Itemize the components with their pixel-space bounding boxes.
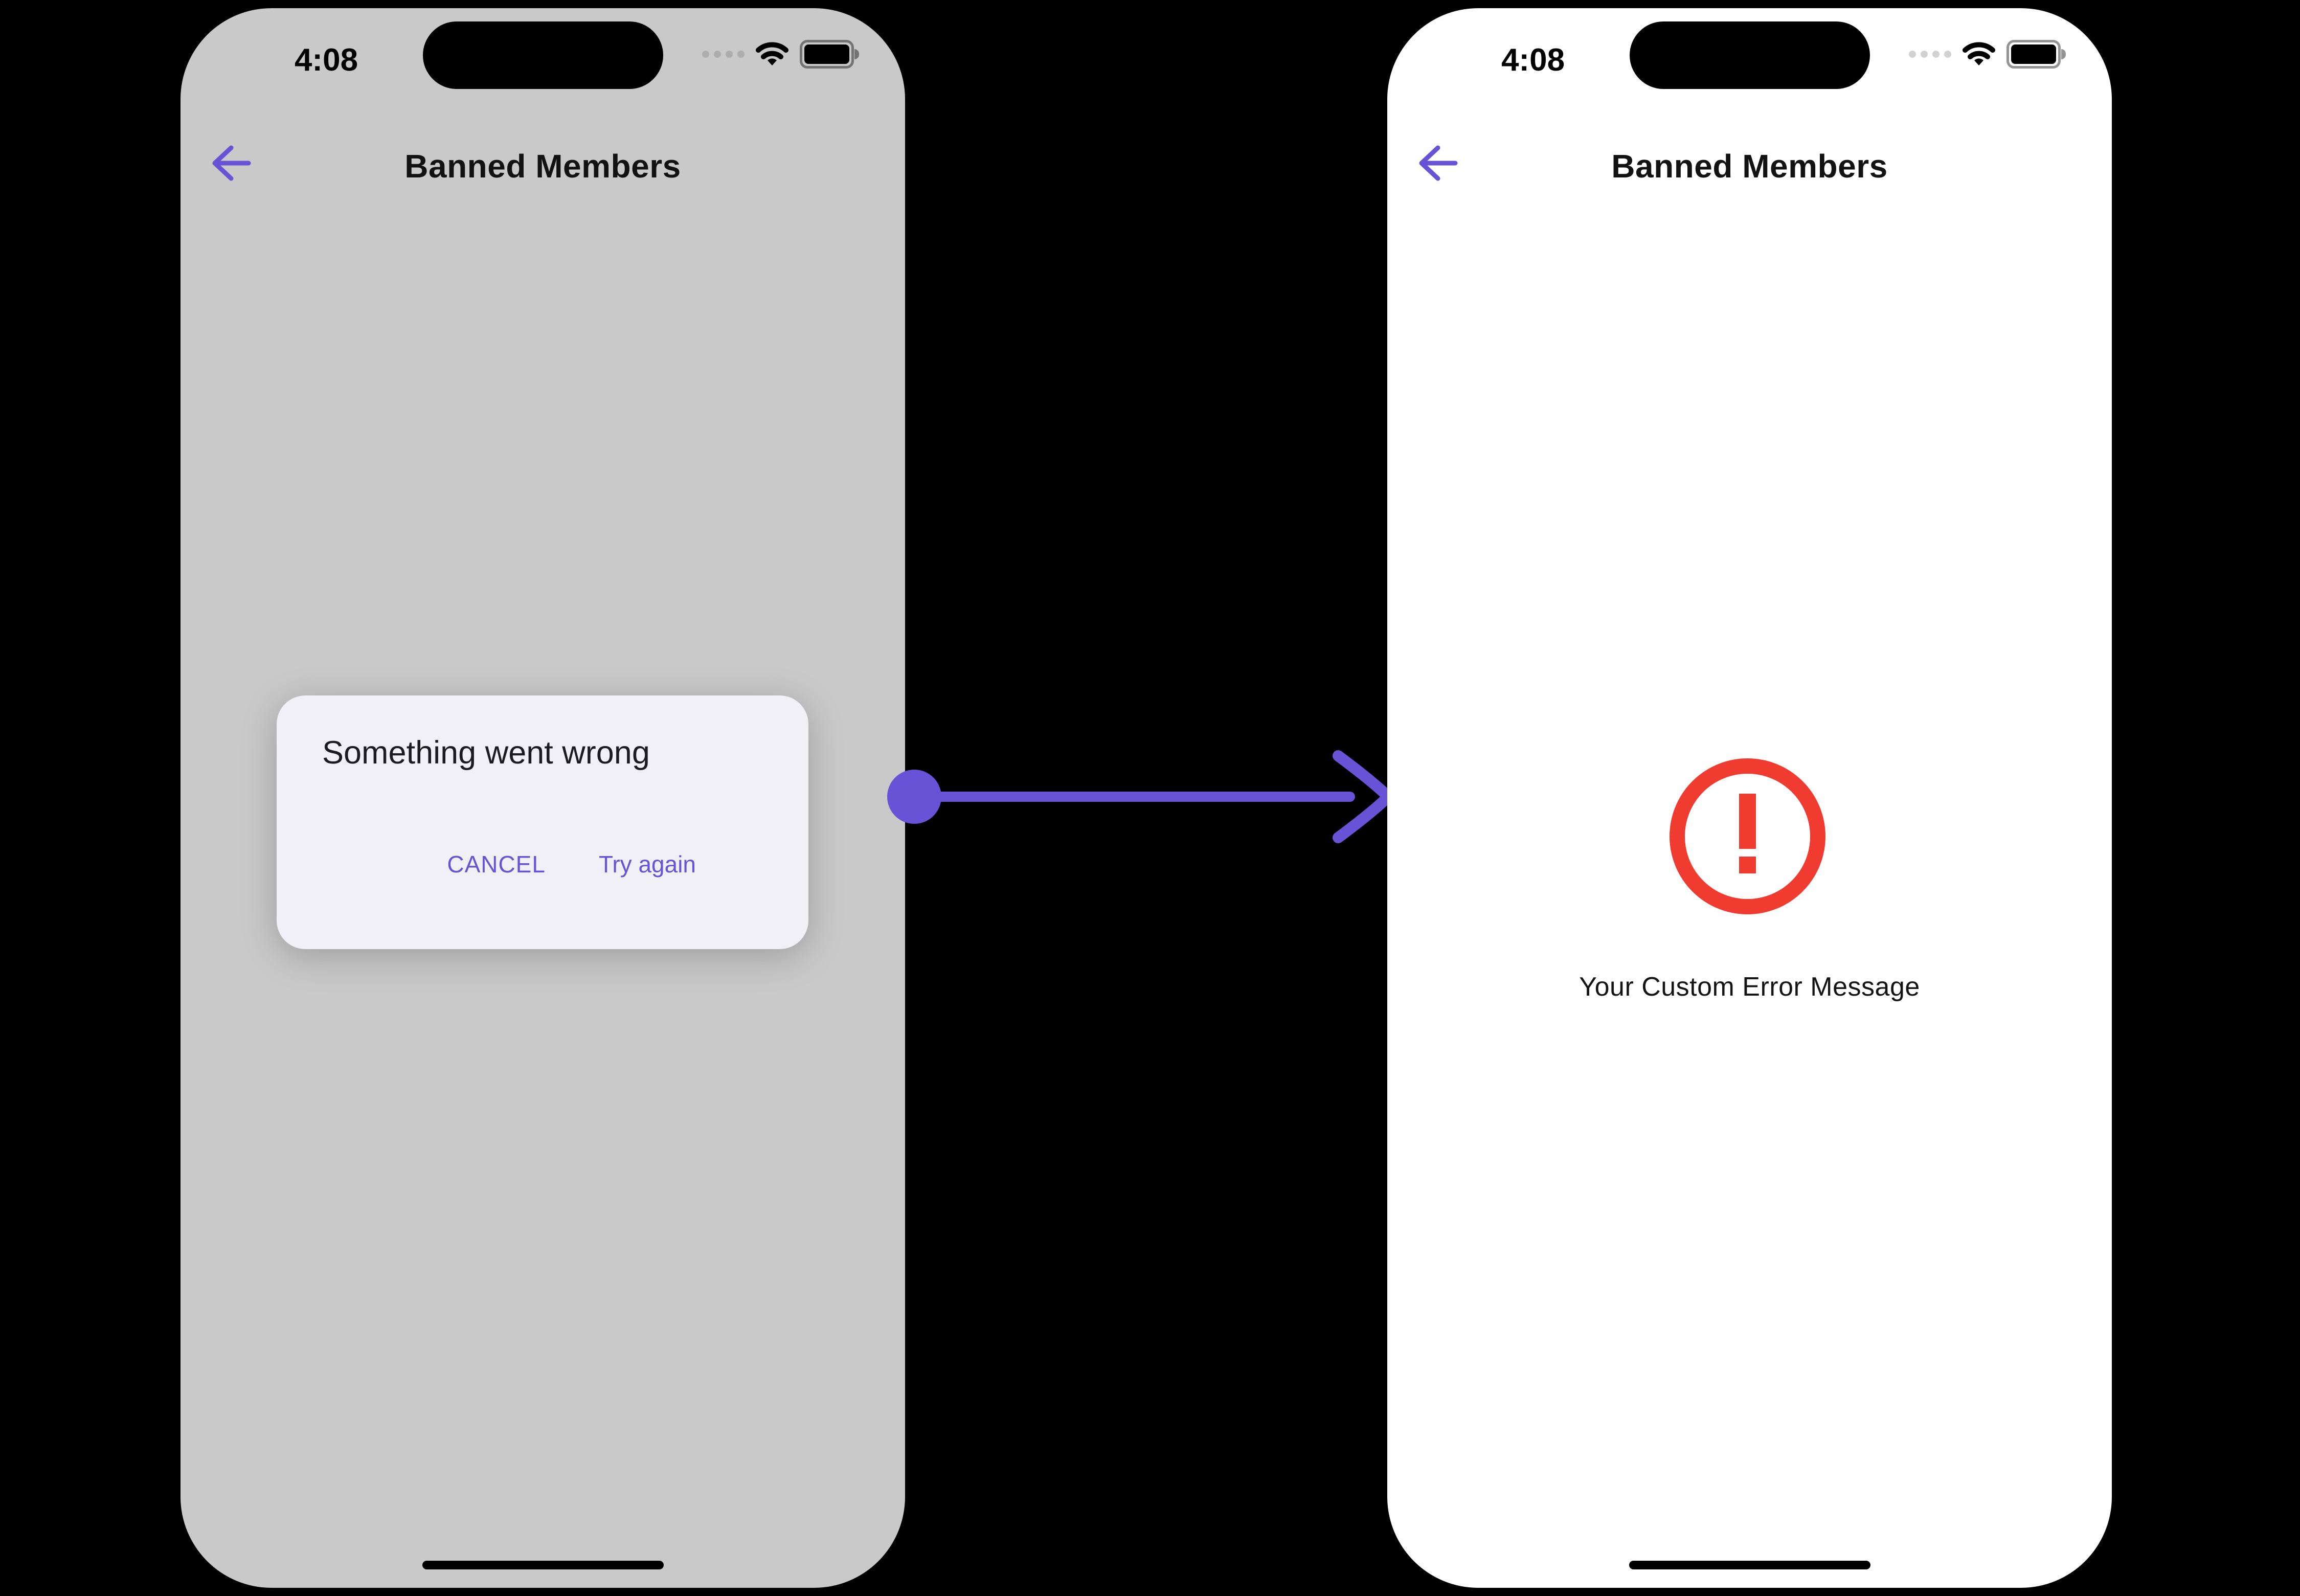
status-bar-icons [702,40,859,69]
cancel-button[interactable]: CANCEL [447,851,546,878]
arrow-left-icon [1419,145,1457,181]
cellular-dots-icon [1909,51,1951,58]
cellular-dots-icon [702,51,745,58]
dialog-title: Something went wrong [322,735,650,771]
wifi-icon [756,42,788,65]
wifi-icon [1963,42,1995,65]
arrow-left-icon [212,145,251,181]
page-title: Banned Members [404,148,681,185]
transition-arrow [887,750,1394,843]
exclamation-dot [1739,856,1756,873]
home-indicator [1629,1561,1870,1569]
dynamic-island [422,21,663,89]
home-indicator [422,1561,664,1569]
back-button[interactable] [206,140,255,187]
exclamation-bar [1739,793,1756,849]
iphone-mockup-dialog-state: 4:08 Banned Members Something went w [181,8,905,1588]
status-bar-icons [1909,40,2066,69]
back-button[interactable] [1413,140,1461,187]
page-title: Banned Members [1611,148,1888,185]
alert-circle-icon [1670,758,1825,914]
dynamic-island [1629,21,1870,89]
status-bar-time: 4:08 [1501,42,1565,78]
dialog-actions: CANCEL Try again [277,851,696,878]
error-message: Your Custom Error Message [1579,972,1920,1002]
battery-icon [2006,40,2066,69]
alert-dialog: Something went wrong CANCEL Try again [277,695,808,949]
try-again-button[interactable]: Try again [598,851,696,878]
battery-icon [800,40,859,69]
status-bar-time: 4:08 [294,42,358,78]
iphone-mockup-error-state: 4:08 Banned Members [1387,8,2112,1588]
